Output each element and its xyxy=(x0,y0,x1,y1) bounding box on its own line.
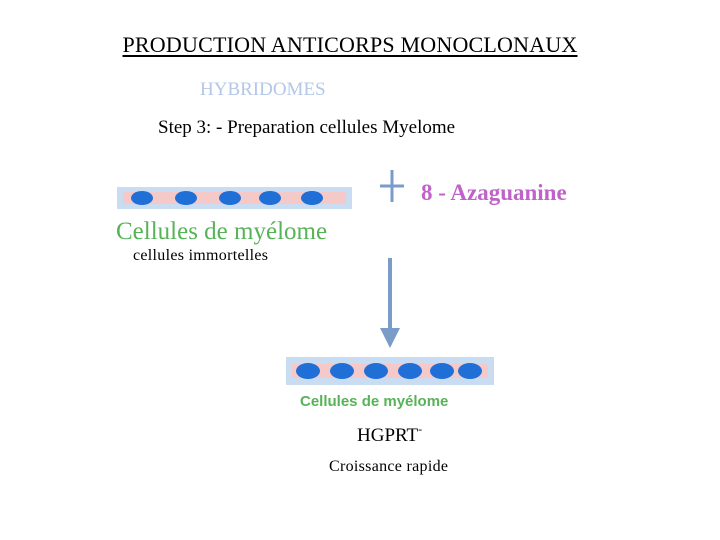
input-cells-label: Cellules de myélome xyxy=(116,218,328,245)
hgprt-superscript: - xyxy=(418,422,423,436)
cell xyxy=(219,191,241,205)
cell xyxy=(430,363,454,379)
cell-medium xyxy=(292,363,488,379)
cell xyxy=(131,191,153,205)
input-cells-sublabel: cellules immortelles xyxy=(133,247,269,264)
cell xyxy=(296,363,320,379)
myeloma-cell-strip-input xyxy=(117,187,352,209)
cell xyxy=(259,191,281,205)
subtitle: HYBRIDOMES xyxy=(200,79,326,100)
cell xyxy=(301,191,323,205)
plus-icon xyxy=(380,170,404,202)
cell xyxy=(364,363,388,379)
hgprt-text: HGPRT xyxy=(357,425,419,446)
output-cells-label: Cellules de myélome xyxy=(300,393,449,410)
cell xyxy=(175,191,197,205)
down-arrow-icon xyxy=(380,258,400,348)
cell xyxy=(330,363,354,379)
myeloma-cell-strip-output xyxy=(286,357,494,385)
step-heading: Step 3: - Preparation cellules Myelome xyxy=(158,117,456,138)
cell xyxy=(398,363,422,379)
page-title: PRODUCTION ANTICORPS MONOCLONAUX xyxy=(122,32,578,57)
output-cells-description: Croissance rapide xyxy=(329,458,449,475)
cell xyxy=(458,363,482,379)
reagent-label: 8 - Azaguanine xyxy=(421,180,567,205)
cell-medium xyxy=(123,191,346,205)
hgprt-marker: HGPRT- xyxy=(357,422,422,447)
